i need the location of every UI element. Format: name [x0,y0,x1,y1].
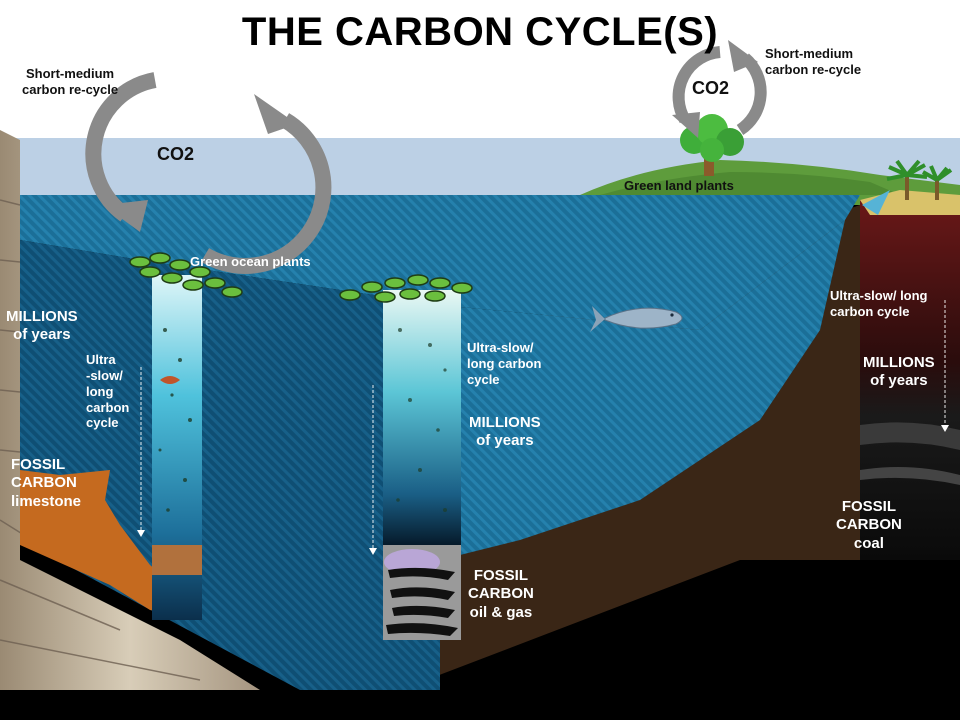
title-band [0,0,960,138]
left-co2-label: CO2 [157,144,195,164]
left-millions-label: MILLIONS of years [6,308,78,344]
mid-slow-cycle-label: Ultra-slow/ long carbon cycle [467,340,542,387]
right-co2-label: CO2 [692,78,730,98]
left-strata-wall [0,130,260,690]
plankton-icon [129,252,243,298]
green-land-plants-label: Green land plants [624,178,734,193]
circular-arrows-icon [85,72,332,274]
green-ocean-plants-label: Green ocean plants [190,254,311,269]
mid-fossil-label: FOSSIL CARBON oil & gas [468,567,534,621]
mid-millions-label: MILLIONS of years [469,414,541,450]
palm-tree-icon [886,159,953,200]
shrimp-icon [160,376,180,384]
ocean-body [440,220,845,560]
left-fossil-label: FOSSIL CARBON limestone [11,456,82,510]
right-fossil-label: FOSSIL CARBON coal [836,498,902,552]
left-cycle-label: Short-medium carbon re-cycle [22,66,119,97]
circular-arrows-icon [672,46,767,136]
ocean-surface [20,195,860,330]
right-cycle-label: Short-medium carbon re-cycle [765,46,862,77]
left-slow-cycle-label: Ultra -slow/ long carbon cycle [86,352,130,431]
plankton-icon [339,274,473,303]
right-millions-label: MILLIONS of years [863,354,935,390]
fish-icon [590,306,683,332]
oil-gas-sediment-core [383,290,461,545]
right-slow-cycle-label: Ultra-slow/ long carbon cycle [830,288,928,319]
limestone-layer [20,470,180,615]
tree-icon [680,114,744,176]
page-title: THE CARBON CYCLE(S) [241,10,719,54]
